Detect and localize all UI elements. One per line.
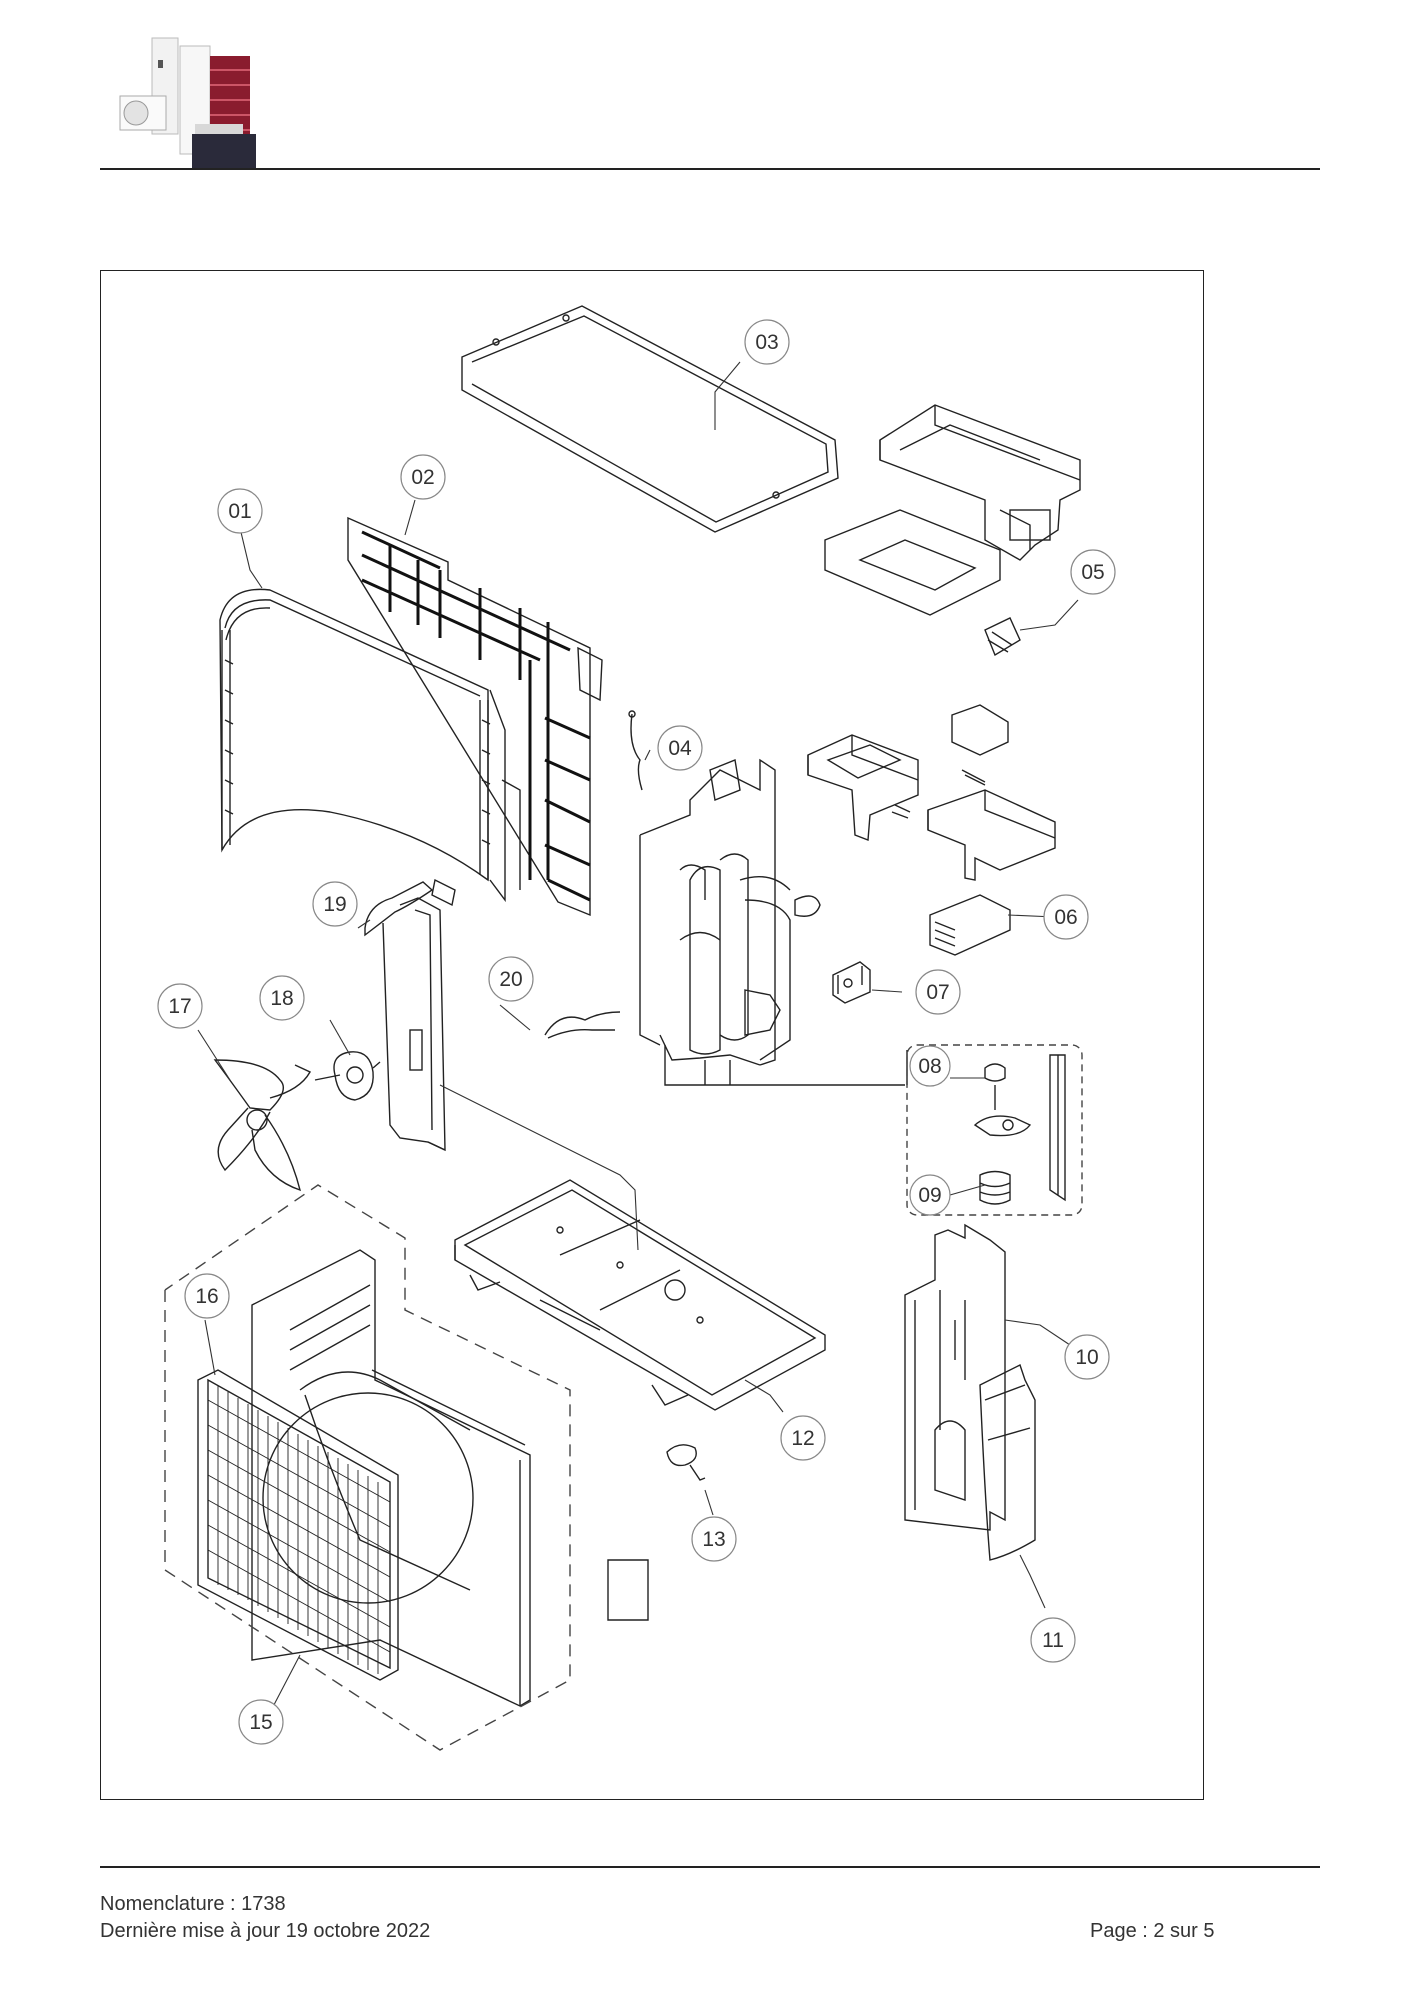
svg-text:19: 19 (323, 893, 346, 916)
svg-text:09: 09 (918, 1184, 941, 1207)
callout-01: 01 (217, 488, 263, 534)
heat-exchanger-coil (219, 588, 521, 903)
callout-19: 19 (312, 881, 358, 927)
svg-text:15: 15 (249, 1711, 272, 1734)
callout-06: 06 (1043, 894, 1089, 940)
svg-text:03: 03 (755, 331, 778, 354)
side-panel (904, 1223, 1006, 1531)
callout-07: 07 (915, 969, 961, 1015)
motor-support (364, 878, 456, 1152)
control-box (824, 404, 1081, 657)
callout-16: 16 (184, 1273, 230, 1319)
callout-20: 20 (488, 956, 534, 1002)
compressor-assembly (639, 758, 908, 1086)
callout-08: 08 (909, 1045, 951, 1087)
svg-text:20: 20 (499, 968, 522, 991)
last-update-label: Dernière mise à jour 19 octobre 2022 (100, 1920, 431, 1942)
svg-text:18: 18 (270, 987, 293, 1010)
fan-blade (213, 1059, 311, 1192)
svg-text:10: 10 (1075, 1346, 1098, 1369)
reactor (832, 961, 871, 1004)
svg-text:08: 08 (918, 1055, 941, 1078)
footer-rule (100, 1866, 1320, 1868)
callout-12: 12 (780, 1415, 826, 1461)
leader-lines (197, 361, 1079, 1723)
detail-view (906, 1044, 1083, 1216)
front-grille (197, 1369, 399, 1681)
svg-text:12: 12 (791, 1427, 814, 1450)
callout-05: 05 (1070, 549, 1116, 595)
sensor-wire (628, 710, 643, 791)
base-pan (454, 1179, 826, 1411)
brand-logo (119, 37, 256, 168)
diagram-frame (100, 270, 1204, 1800)
top-panel (461, 305, 839, 533)
page-indicator: Page : 2 sur 5 (1090, 1920, 1215, 1942)
rear-guard-grille (347, 516, 603, 917)
svg-text:02: 02 (411, 466, 434, 489)
callout-10: 10 (1064, 1334, 1110, 1380)
svg-text:13: 13 (702, 1528, 725, 1551)
front-casing (251, 1249, 531, 1707)
header-rule (100, 168, 1320, 170)
drain-parts (666, 1444, 706, 1481)
svg-text:16: 16 (195, 1285, 218, 1308)
nomenclature-label: Nomenclature : 1738 (100, 1893, 286, 1915)
electrical-tray (807, 704, 1056, 956)
exploded-view-diagram: 03 02 01 05 04 06 19 20 07 18 17 08 09 1… (157, 305, 1116, 1751)
fan-motor (314, 1051, 381, 1101)
service-panel (979, 1364, 1036, 1561)
callout-04: 04 (657, 725, 703, 771)
svg-text:17: 17 (168, 995, 191, 1018)
callout-02: 02 (400, 454, 446, 500)
label-sheet (607, 1559, 649, 1621)
callout-03: 03 (744, 319, 790, 365)
svg-text:05: 05 (1081, 561, 1104, 584)
callout-11: 11 (1030, 1617, 1076, 1663)
sensor-cable (544, 1011, 621, 1039)
svg-text:06: 06 (1054, 906, 1077, 929)
svg-text:01: 01 (228, 500, 251, 523)
callout-17: 17 (157, 983, 203, 1029)
grouping-dashes (164, 1184, 571, 1751)
svg-text:04: 04 (668, 737, 692, 760)
svg-text:07: 07 (926, 981, 949, 1004)
callout-18: 18 (259, 975, 305, 1021)
callout-15: 15 (238, 1699, 284, 1745)
svg-text:11: 11 (1042, 1629, 1064, 1652)
callout-13: 13 (691, 1516, 737, 1562)
detail-view-parts (973, 1054, 1066, 1205)
callout-09: 09 (909, 1174, 951, 1216)
